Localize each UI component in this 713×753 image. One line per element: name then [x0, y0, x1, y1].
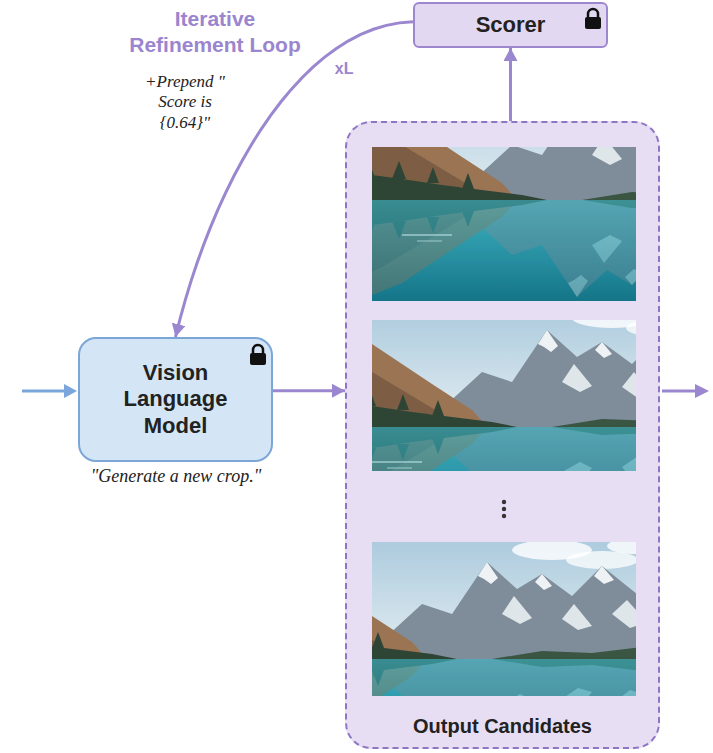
loop-title: Iterative Refinement Loop [120, 6, 310, 59]
node-text: Output Candidates [413, 715, 592, 738]
model-box: Vision Language Model [78, 337, 273, 462]
candidate-image [312, 302, 713, 544]
ellipsis-dots [502, 514, 506, 518]
lock-icon [585, 9, 601, 29]
loop-title-box: Iterative Refinement Loop [120, 6, 310, 59]
ellipsis-dots [502, 500, 506, 518]
lock-icon [250, 353, 266, 365]
candidate-image [252, 534, 667, 753]
output-arrow [662, 390, 698, 393]
edge-label-box: xL [333, 60, 356, 78]
flow-arrow [273, 389, 345, 392]
ellipsis-dots [502, 500, 506, 504]
loop-count: xL [333, 60, 356, 78]
lock-icon [253, 345, 263, 354]
output-arrow [695, 384, 709, 398]
input-arrow [64, 384, 77, 398]
candidate-image [342, 75, 713, 317]
lock-icon [250, 345, 266, 365]
output-arrow [662, 384, 709, 398]
prompt-text: "Generate a new crop." [58, 466, 294, 487]
lock-icon [588, 9, 598, 18]
prompt-text-box: "Generate a new crop." [58, 466, 294, 487]
input-arrow [22, 390, 66, 393]
candidate-image [342, 75, 713, 317]
prepend-note: +Prepend " Score is {0.64}" [138, 72, 232, 133]
flow-arrow [509, 48, 512, 121]
candidate-image [252, 534, 667, 753]
candidates-group: Output Candidates [345, 121, 660, 749]
node-text: Scorer [476, 12, 546, 38]
ellipsis-dots [502, 507, 506, 511]
node-text: Vision Language Model [111, 360, 241, 439]
lock-icon [585, 17, 601, 29]
scorer-box: Scorer [413, 2, 608, 48]
candidate-image [312, 302, 713, 544]
input-arrow [22, 384, 77, 398]
prepend-note-box: +Prepend " Score is {0.64}" [138, 72, 232, 133]
